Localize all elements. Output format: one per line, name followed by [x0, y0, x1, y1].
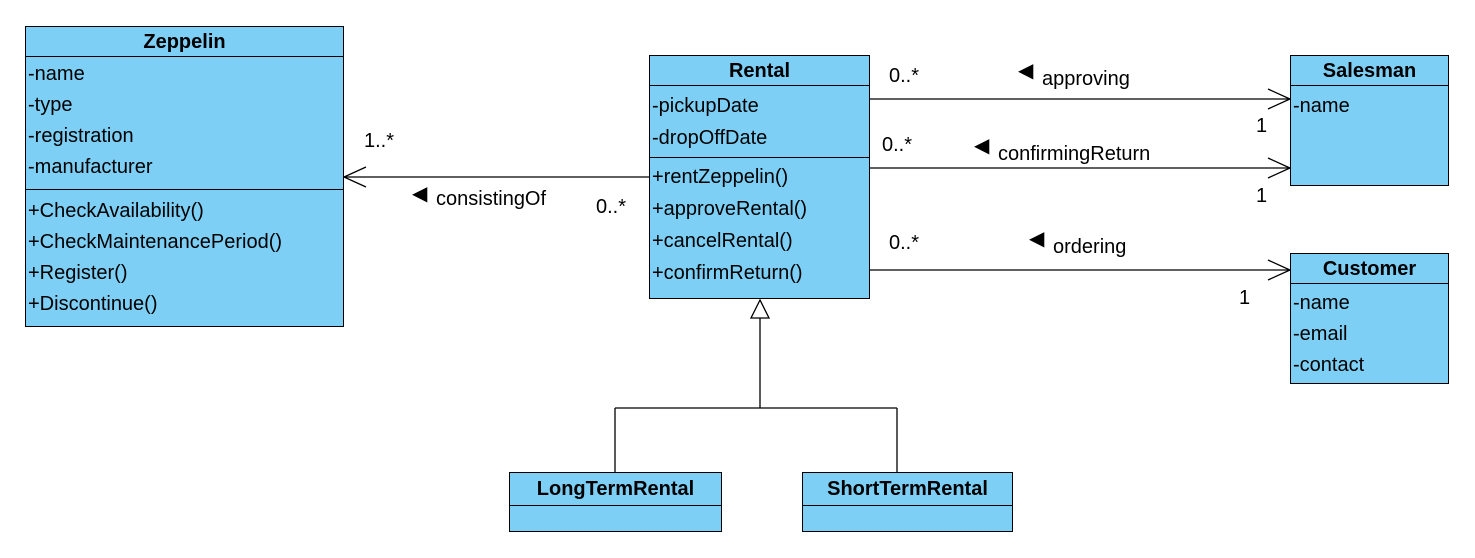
multiplicity-label: 1	[1256, 115, 1268, 137]
class-short-term-rental[interactable]: ShortTermRental	[802, 472, 1013, 532]
attributes-section: -name -type -registration -manufacturer	[26, 57, 343, 189]
attribute: -name	[1293, 292, 1350, 314]
direction-arrow-icon: ◀	[412, 183, 428, 205]
operation: +Register()	[28, 262, 128, 284]
direction-arrow-icon: ◀	[1018, 60, 1034, 82]
class-salesman[interactable]: Salesman -name	[1290, 55, 1449, 186]
multiplicity-label: 1	[1239, 287, 1251, 309]
class-name-rental: Rental	[650, 56, 869, 86]
attribute: -manufacturer	[28, 156, 153, 178]
operations-section: +CheckAvailability() +CheckMaintenancePe…	[26, 189, 343, 320]
attribute: -dropOffDate	[652, 127, 768, 149]
multiplicity-label: 0..*	[889, 232, 920, 254]
direction-arrow-icon: ◀	[974, 135, 990, 157]
operations-section: +rentZeppelin() +approveRental() +cancel…	[650, 157, 869, 289]
association-name-label: ordering	[1053, 236, 1127, 258]
operation: +confirmReturn()	[652, 262, 803, 284]
multiplicity-label: 0..*	[889, 65, 920, 87]
multiplicity-label: 1..*	[364, 130, 395, 152]
operation: +approveRental()	[652, 198, 808, 220]
operation: +CheckMaintenancePeriod()	[28, 231, 283, 253]
attributes-section: -pickupDate -dropOffDate	[650, 86, 869, 157]
attribute: -registration	[28, 125, 134, 147]
attribute: -name	[28, 63, 85, 85]
class-customer[interactable]: Customer -name -email -contact	[1290, 253, 1449, 384]
multiplicity-label: 1	[1256, 185, 1268, 207]
operation: +Discontinue()	[28, 293, 158, 315]
operation: +cancelRental()	[652, 230, 793, 252]
association-name-label: consistingOf	[436, 188, 547, 210]
attribute: -type	[28, 94, 73, 116]
attribute: -contact	[1293, 354, 1365, 376]
attribute: -name	[1293, 95, 1350, 117]
multiplicity-label: 0..*	[882, 134, 913, 156]
class-name-customer: Customer	[1291, 254, 1448, 284]
association-name-label: approving	[1042, 68, 1130, 90]
arrowhead-zeppelin	[342, 166, 367, 188]
attributes-section: -name -email -contact	[1291, 284, 1448, 381]
operation: +rentZeppelin()	[652, 166, 789, 188]
class-zeppelin[interactable]: Zeppelin -name -type -registration -manu…	[25, 26, 344, 327]
attribute: -pickupDate	[652, 95, 759, 117]
class-name-zeppelin: Zeppelin	[26, 27, 343, 57]
association-name-label: confirmingReturn	[998, 143, 1151, 165]
class-long-term-rental[interactable]: LongTermRental	[509, 472, 722, 532]
class-name-long-term-rental: LongTermRental	[510, 473, 721, 506]
attributes-section: -name	[1291, 86, 1448, 122]
generalization-triangle	[749, 298, 771, 319]
class-rental[interactable]: Rental -pickupDate -dropOffDate +rentZep…	[649, 55, 870, 299]
attribute: -email	[1293, 323, 1348, 345]
operation: +CheckAvailability()	[28, 200, 204, 222]
multiplicity-label: 0..*	[596, 196, 627, 218]
direction-arrow-icon: ◀	[1029, 228, 1045, 250]
class-name-short-term-rental: ShortTermRental	[803, 473, 1012, 506]
class-name-salesman: Salesman	[1291, 56, 1448, 86]
